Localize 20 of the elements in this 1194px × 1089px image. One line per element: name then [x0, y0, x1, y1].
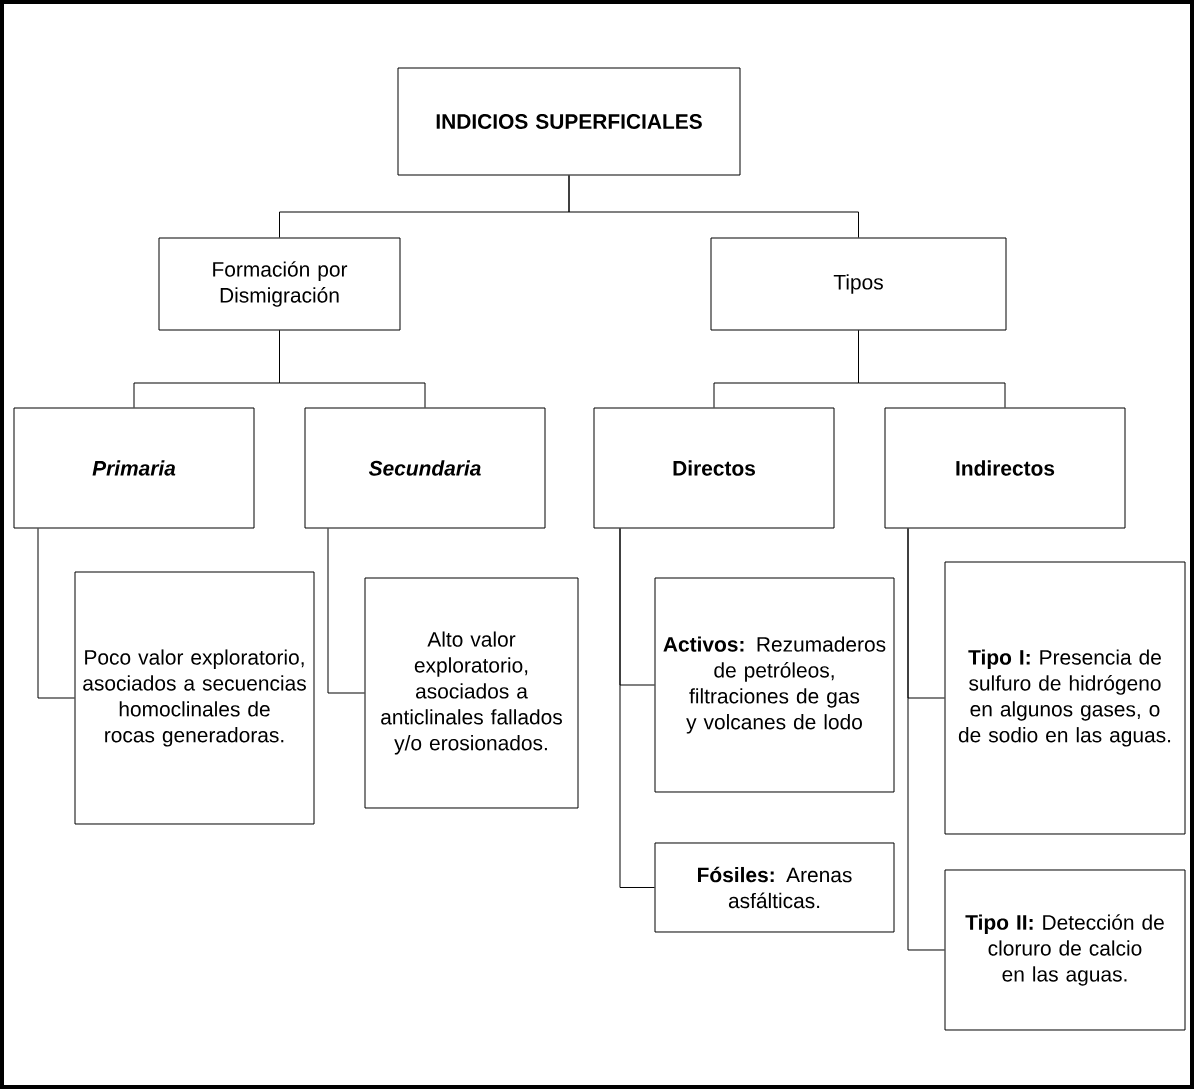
text-box: INDICIOS SUPERFICIALES [397, 67, 741, 176]
text-box: Directos [593, 407, 835, 529]
text-box: Fósiles: Arenas asfálticas. [654, 842, 895, 933]
connector-line [907, 528, 945, 951]
connector-line [279, 330, 426, 408]
text-box: Activos: Rezumaderos de petróleos, filtraciones de gas y volcanes de lodo [654, 577, 895, 793]
text-box: Poco valor exploratorio, asociados a secuencias homoclinales de rocas generadoras. [74, 571, 315, 825]
text-box: Tipo I: Presencia de sulfuro de hidrógeno en algunos gases, o de sodio en las aguas. [944, 561, 1186, 835]
connector-line [568, 175, 859, 238]
connector-line [619, 528, 655, 888]
text-box: Tipo II: Detección de cloruro de calcio en las aguas. [944, 869, 1186, 1031]
text-box: Indirectos [884, 407, 1126, 529]
connector-line [858, 330, 1006, 408]
text-box: Tipos [710, 237, 1007, 331]
text-box: Alto valor exploratorio, asociados a anticlinales fallados y/o erosionados. [364, 577, 579, 809]
text-box: Secundaria [304, 407, 546, 529]
text-box: Primaria [13, 407, 255, 529]
connector-line [327, 528, 365, 694]
connector-line [37, 528, 75, 699]
text-box: Formación por Dismigración [158, 237, 401, 331]
